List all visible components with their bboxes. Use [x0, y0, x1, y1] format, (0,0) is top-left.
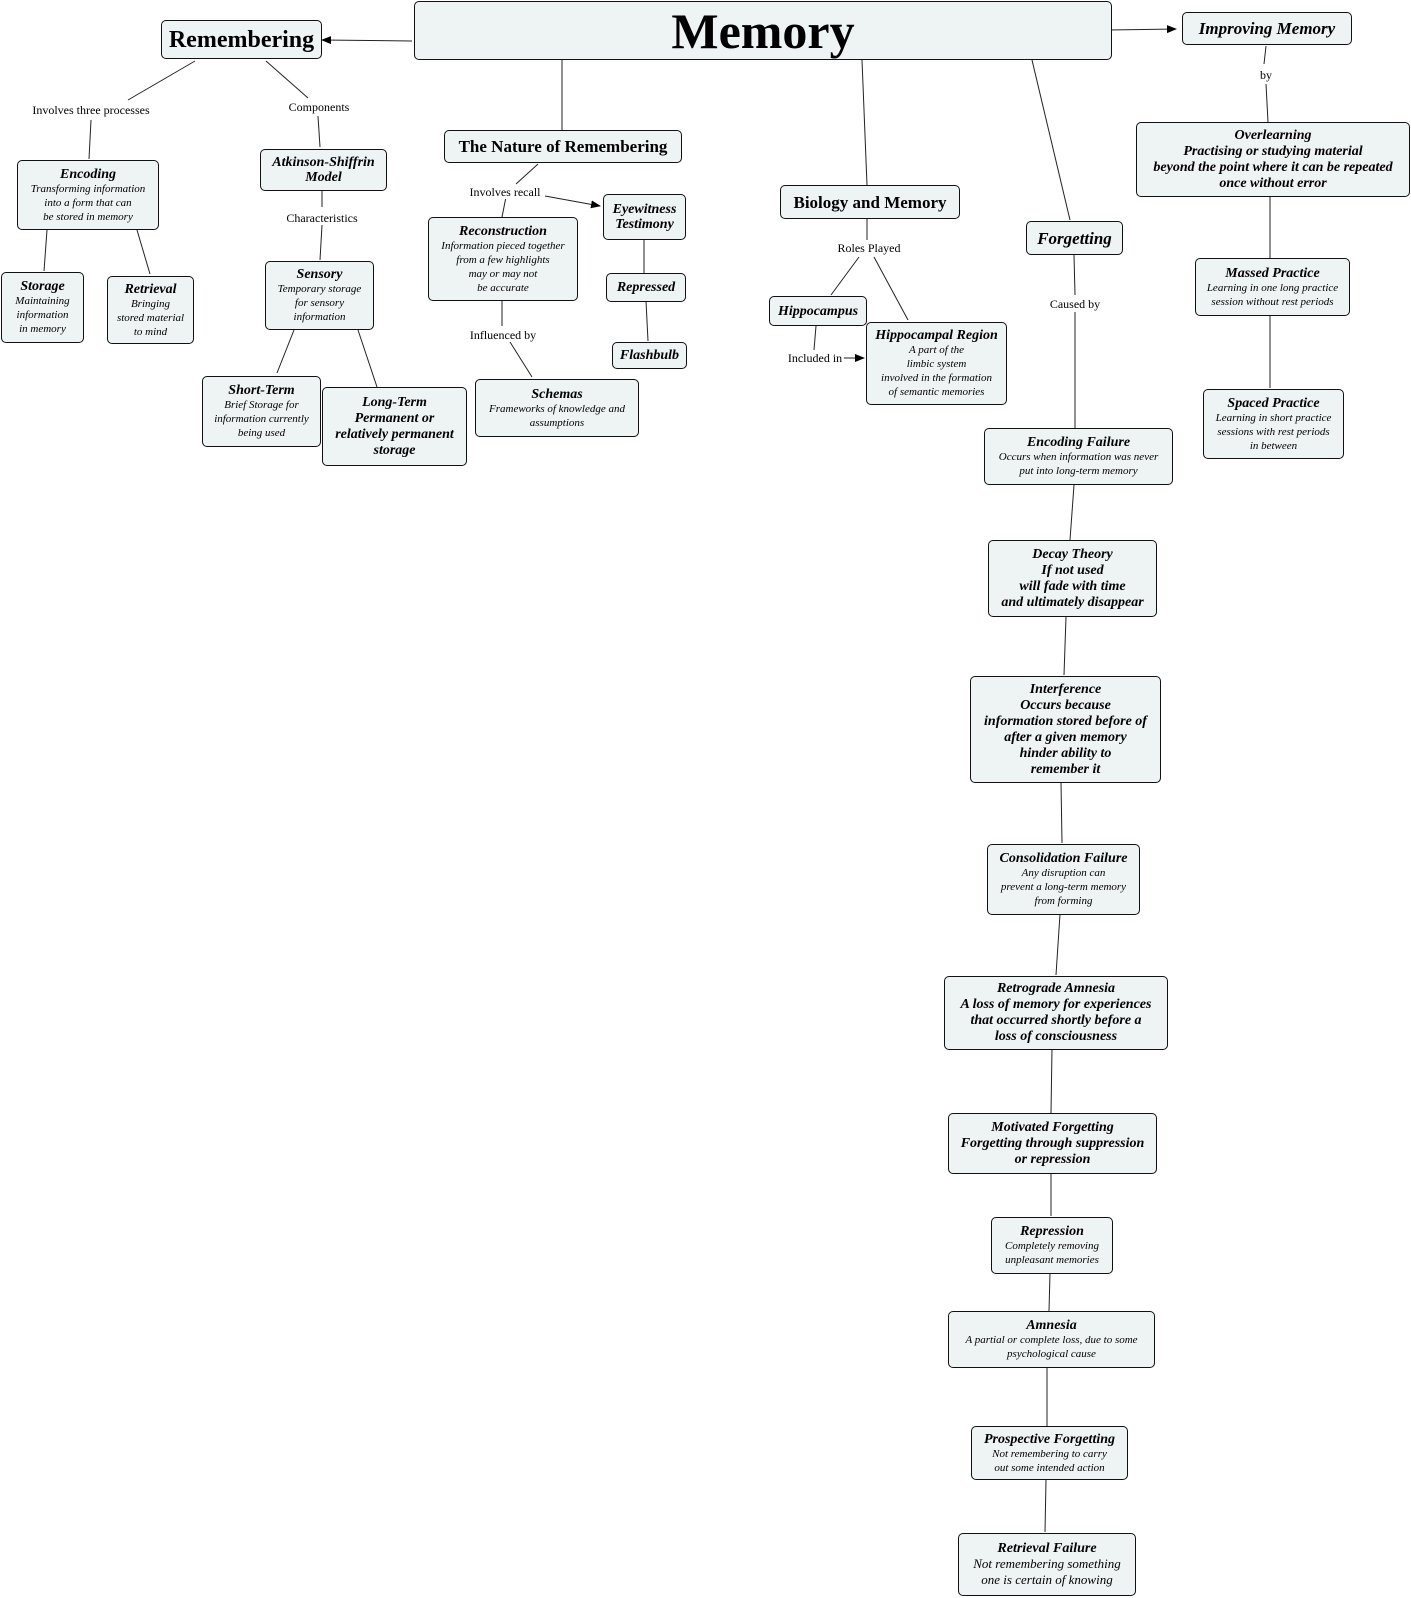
node-consolidation-failure-title: Consolidation Failure: [999, 851, 1128, 866]
node-reconstruction-desc: Information pieced together from a few h…: [441, 239, 565, 294]
node-hippocampal-region-title: Hippocampal Region: [875, 328, 998, 343]
node-repression-title: Repression: [1020, 1224, 1084, 1239]
node-spaced-practice: Spaced Practice Learning in short practi…: [1203, 389, 1344, 459]
node-amnesia-title: Amnesia: [1026, 1318, 1077, 1333]
node-memory-title: Memory: [671, 2, 855, 59]
node-sensory-desc: Temporary storage for sensory informatio…: [277, 283, 362, 323]
node-repressed-title: Repressed: [616, 280, 676, 295]
node-motivated-forgetting-title: Motivated Forgetting Forgetting through …: [960, 1119, 1145, 1167]
node-long-term-title: Long-Term Permanent or relatively perman…: [335, 394, 454, 458]
node-encoding-failure-title: Encoding Failure: [1026, 435, 1131, 450]
node-flashbulb-title: Flashbulb: [619, 348, 680, 363]
node-spaced-practice-desc: Learning in short practice sessions with…: [1215, 411, 1332, 452]
node-hippocampal-region: Hippocampal Region A part of the limbic …: [866, 322, 1007, 405]
node-eyewitness-testimony-title: Eyewitness Testimony: [612, 202, 677, 232]
node-encoding-title: Encoding: [59, 166, 116, 182]
node-schemas-title: Schemas: [531, 386, 583, 402]
node-repressed: Repressed: [606, 273, 686, 302]
node-storage: Storage Maintaining information in memor…: [1, 272, 84, 343]
node-atkinson-shiffrin-title: Atkinson-Shiffrin Model: [272, 155, 375, 185]
node-improving-memory-title: Improving Memory: [1198, 19, 1336, 38]
node-sensory: Sensory Temporary storage for sensory in…: [265, 261, 374, 330]
node-encoding-failure: Encoding Failure Occurs when information…: [984, 428, 1173, 485]
node-reconstruction-title: Reconstruction: [459, 223, 547, 239]
edge-label-caused-by: Caused by: [1047, 297, 1103, 311]
node-remembering-title: Remembering: [168, 26, 315, 53]
node-schemas: Schemas Frameworks of knowledge and assu…: [475, 379, 639, 437]
node-encoding-desc: Transforming information into a form tha…: [30, 182, 146, 223]
node-prospective-forgetting: Prospective Forgetting Not remembering t…: [971, 1426, 1128, 1480]
edge-label-roles-played: Roles Played: [835, 241, 903, 255]
node-nature-of-remembering-title: The Nature of Remembering: [458, 137, 668, 156]
node-forgetting-title: Forgetting: [1037, 228, 1112, 248]
node-decay-theory-title: Decay Theory If not used will fade with …: [1001, 546, 1144, 610]
edge-label-included-in: Included in: [785, 351, 845, 365]
node-interference: Interference Occurs because information …: [970, 676, 1161, 783]
node-interference-title: Interference Occurs because information …: [984, 681, 1147, 777]
node-retrieval-title: Retrieval: [124, 281, 177, 297]
node-storage-title: Storage: [20, 279, 65, 294]
node-prospective-forgetting-title: Prospective Forgetting: [983, 1431, 1116, 1447]
node-atkinson-shiffrin: Atkinson-Shiffrin Model: [260, 149, 387, 191]
node-consolidation-failure: Consolidation Failure Any disruption can…: [987, 844, 1140, 915]
node-massed-practice-title: Massed Practice: [1225, 265, 1320, 281]
node-repression: Repression Completely removing unpleasan…: [991, 1217, 1113, 1274]
node-nature-of-remembering: The Nature of Remembering: [444, 130, 682, 163]
node-remembering: Remembering: [161, 20, 322, 59]
node-overlearning: Overlearning Practising or studying mate…: [1136, 122, 1410, 197]
node-memory: Memory: [414, 1, 1112, 60]
node-massed-practice: Massed Practice Learning in one long pra…: [1195, 258, 1350, 316]
node-encoding: Encoding Transforming information into a…: [17, 160, 159, 230]
node-repression-desc: Completely removing unpleasant memories: [1005, 1240, 1099, 1266]
node-retrieval: Retrieval Bringing stored material to mi…: [107, 276, 194, 344]
node-eyewitness-testimony: Eyewitness Testimony: [603, 194, 686, 240]
node-hippocampus: Hippocampus: [769, 296, 867, 326]
node-retrieval-failure-title: Retrieval Failure: [997, 1541, 1097, 1556]
node-retrieval-failure-desc: Not remembering something one is certain…: [973, 1556, 1121, 1587]
node-motivated-forgetting: Motivated Forgetting Forgetting through …: [948, 1113, 1157, 1174]
node-biology-and-memory-title: Biology and Memory: [793, 192, 947, 212]
node-decay-theory: Decay Theory If not used will fade with …: [988, 540, 1157, 617]
node-spaced-practice-title: Spaced Practice: [1227, 395, 1320, 411]
node-sensory-title: Sensory: [296, 267, 343, 282]
edge-label-involves-recall: Involves recall: [467, 185, 543, 199]
node-retrograde-amnesia: Retrograde Amnesia A loss of memory for …: [944, 976, 1168, 1050]
node-consolidation-failure-desc: Any disruption can prevent a long-term m…: [1000, 867, 1127, 907]
node-short-term-title: Short-Term: [228, 383, 295, 398]
edge-label-by: by: [1258, 68, 1274, 82]
node-prospective-forgetting-desc: Not remembering to carry out some intend…: [992, 1447, 1107, 1474]
node-amnesia-desc: A partial or complete loss, due to some …: [965, 1334, 1138, 1360]
edge-label-characteristics: Characteristics: [284, 211, 360, 225]
node-reconstruction: Reconstruction Information pieced togeth…: [428, 217, 578, 301]
node-retrieval-failure: Retrieval Failure Not remembering someth…: [958, 1533, 1136, 1596]
node-encoding-failure-desc: Occurs when information was never put in…: [998, 451, 1159, 477]
node-short-term-desc: Brief Storage for information currently …: [214, 399, 309, 439]
node-schemas-desc: Frameworks of knowledge and assumptions: [489, 402, 625, 429]
node-biology-and-memory: Biology and Memory: [780, 185, 960, 219]
node-retrieval-desc: Bringing stored material to mind: [116, 297, 185, 338]
edge-label-involves-three: Involves three processes: [30, 103, 152, 117]
edge-label-components: Components: [286, 100, 352, 114]
node-massed-practice-desc: Learning in one long practice session wi…: [1206, 281, 1339, 308]
node-improving-memory: Improving Memory: [1182, 12, 1352, 45]
node-hippocampus-title: Hippocampus: [777, 303, 859, 319]
edge-label-influenced-by: Influenced by: [467, 328, 539, 342]
node-hippocampal-region-desc: A part of the limbic system involved in …: [881, 344, 992, 398]
node-storage-desc: Maintaining information in memory: [15, 295, 70, 335]
node-retrograde-amnesia-title: Retrograde Amnesia A loss of memory for …: [960, 981, 1152, 1044]
node-short-term: Short-Term Brief Storage for information…: [202, 376, 321, 447]
node-long-term: Long-Term Permanent or relatively perman…: [322, 387, 467, 466]
node-amnesia: Amnesia A partial or complete loss, due …: [948, 1311, 1155, 1368]
node-flashbulb: Flashbulb: [612, 342, 687, 369]
node-forgetting: Forgetting: [1026, 221, 1123, 255]
node-overlearning-title: Overlearning Practising or studying mate…: [1153, 127, 1393, 191]
